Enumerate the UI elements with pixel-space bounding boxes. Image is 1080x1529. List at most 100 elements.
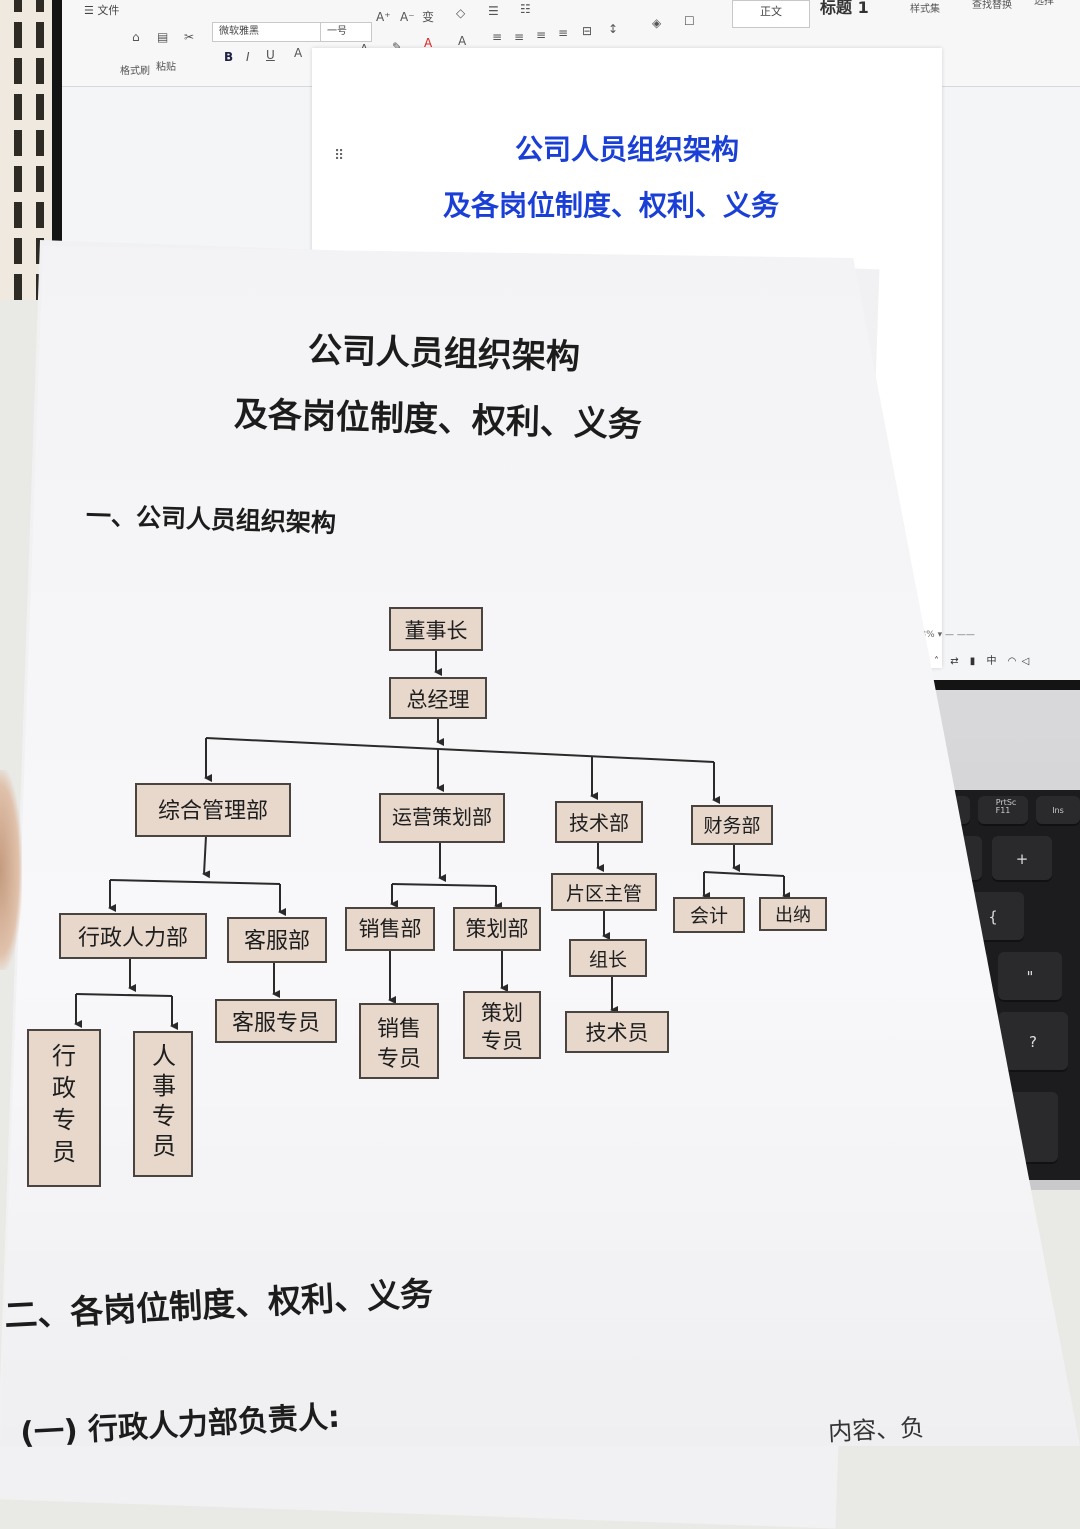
org-chart: 董事长 总经理 综合管理部 运营策划部 技术部 财务部 行政人力部 客服部 销售…	[27, 607, 827, 1187]
zoom-slider[interactable]: ▾ — ——	[937, 630, 975, 640]
volume-icon[interactable]: ◁	[1021, 656, 1030, 667]
numbered-list-icon[interactable]: ☷	[520, 2, 531, 16]
doc-title-line2: 及各岗位制度、权利、义务	[442, 189, 779, 222]
doc-title-line1: 公司人员组织架构	[514, 133, 739, 166]
paste-label[interactable]: 粘贴	[156, 62, 176, 73]
connector-bus-horizontal	[205, 737, 715, 763]
connector-ops-split	[391, 883, 497, 887]
key-quote[interactable]: "	[998, 952, 1062, 1002]
wifi-icon[interactable]: ◠	[1007, 656, 1017, 667]
font-name-select[interactable]: 微软雅黑	[212, 22, 324, 42]
org-node-tech: 技术部	[555, 801, 643, 843]
key-slash[interactable]: ?	[998, 1012, 1068, 1072]
underline-icon[interactable]: U	[266, 48, 275, 62]
bold-icon[interactable]: B	[224, 50, 234, 64]
select-button[interactable]: 选择	[1034, 0, 1054, 7]
org-node-customer-service: 客服部	[227, 917, 327, 963]
node-operations-label: 运营策划部	[392, 805, 492, 829]
connector-ga-split	[109, 879, 281, 885]
node-gm-label: 总经理	[407, 688, 470, 712]
org-node-general-manager: 总经理	[389, 677, 487, 719]
clear-format-icon[interactable]: ◇	[456, 6, 466, 20]
line-spacing-icon[interactable]: ↕	[608, 22, 619, 36]
org-node-planning: 策划部	[453, 907, 541, 951]
node-admin-specialist-char2: 政	[52, 1074, 76, 1102]
org-connectors	[74, 650, 790, 1030]
style-set-button[interactable]: 样式集	[910, 4, 940, 15]
justify-icon[interactable]: ≡	[558, 26, 569, 40]
style-heading1[interactable]: 标题 1	[820, 0, 869, 17]
org-node-team-leader: 组长	[569, 939, 647, 977]
node-team-leader-label: 组长	[589, 949, 627, 971]
distribute-icon[interactable]: ⊟	[582, 24, 593, 38]
highlight-icon[interactable]: ✎	[392, 40, 403, 54]
node-chairman-label: 董事长	[405, 619, 468, 643]
font-size-select[interactable]: 一号	[320, 22, 372, 42]
format-painter-label[interactable]: 格式刷	[120, 66, 150, 77]
org-node-area-manager: 片区主管	[551, 873, 657, 911]
node-admin-specialist-char3: 专	[52, 1106, 76, 1134]
font-color-icon[interactable]: A	[424, 36, 433, 50]
phonetic-icon[interactable]: 变	[422, 10, 435, 24]
connector-finance-split	[703, 871, 785, 877]
key-f11[interactable]: F11	[978, 796, 1028, 826]
file-menu-label: 文件	[97, 4, 120, 17]
org-node-finance: 财务部	[691, 805, 773, 845]
node-area-manager-label: 片区主管	[566, 883, 642, 905]
org-node-cashier: 出纳	[759, 897, 827, 931]
node-general-admin-label: 综合管理部	[158, 799, 268, 824]
italic-icon[interactable]: I	[246, 50, 250, 64]
holding-finger	[0, 770, 22, 970]
node-admin-specialist-char1: 行	[52, 1042, 76, 1070]
find-replace-button[interactable]: 查找替换	[972, 0, 1012, 11]
org-node-operations: 运营策划部	[379, 793, 505, 843]
shading-icon[interactable]: ◈	[652, 16, 662, 30]
style-normal[interactable]: 正文	[732, 0, 810, 28]
paste-icon[interactable]: ▤	[157, 30, 169, 44]
org-node-sales-specialist: 销售 专员	[359, 1003, 439, 1079]
tray-chevron-icon[interactable]: ˄	[934, 656, 939, 667]
grow-font-icon[interactable]: A⁺	[376, 10, 391, 24]
format-painter-icon[interactable]: ⌂	[132, 30, 140, 44]
node-sales-specialist-line1: 销售	[377, 1017, 421, 1042]
connector-ga-down	[202, 835, 211, 879]
node-hr-specialist-char3: 专	[152, 1102, 176, 1130]
org-node-accountant: 会计	[673, 897, 745, 933]
node-planning-specialist-line1: 策划	[481, 1001, 523, 1025]
char-shading-icon[interactable]: A	[458, 34, 467, 48]
node-admin-specialist-char4: 员	[52, 1138, 76, 1166]
org-node-hr-specialist: 人 事 专 员	[133, 1031, 193, 1177]
key-equals[interactable]: +	[992, 836, 1052, 882]
org-node-chairman: 董事长	[389, 607, 483, 651]
org-node-admin-specialist: 行 政 专 员	[27, 1029, 101, 1187]
node-hr-specialist-char2: 事	[152, 1072, 176, 1100]
paper-text-fragment: 内容、负	[827, 1413, 925, 1447]
node-customer-service-label: 客服部	[244, 929, 310, 954]
file-menu[interactable]: ☰ 文件	[84, 4, 120, 17]
border-icon[interactable]: ☐	[684, 14, 695, 28]
node-hr-specialist-char4: 员	[152, 1132, 176, 1160]
key-ins[interactable]: Ins	[1036, 796, 1080, 826]
ime-indicator[interactable]: 中	[986, 656, 997, 667]
org-node-admin-hr: 行政人力部	[59, 913, 207, 959]
org-node-general-admin: 综合管理部	[135, 783, 291, 837]
connector-admin-hr-split	[75, 993, 173, 997]
node-accountant-label: 会计	[690, 905, 728, 927]
tray-network-icon[interactable]: ⇄	[950, 656, 959, 667]
org-node-technician: 技术员	[565, 1011, 669, 1053]
node-sales-label: 销售部	[359, 917, 422, 941]
node-cs-specialist-label: 客服专员	[232, 1011, 320, 1036]
align-right-icon[interactable]: ≡	[536, 28, 547, 42]
bullet-list-icon[interactable]: ☰	[488, 4, 499, 18]
drag-handle-icon[interactable]: ⠿	[334, 148, 345, 164]
node-sales-specialist-line2: 专员	[377, 1047, 421, 1072]
node-planning-label: 策划部	[466, 917, 529, 941]
node-admin-hr-label: 行政人力部	[78, 926, 188, 951]
shrink-font-icon[interactable]: A⁻	[400, 10, 415, 24]
tray-app-icon[interactable]: ▮	[969, 656, 976, 667]
align-left-icon[interactable]: ≡	[492, 30, 503, 44]
strikethrough-icon[interactable]: A	[294, 46, 303, 60]
cut-icon[interactable]: ✂	[184, 30, 195, 44]
org-node-planning-specialist: 策划 专员	[463, 991, 541, 1059]
align-center-icon[interactable]: ≡	[514, 30, 525, 44]
